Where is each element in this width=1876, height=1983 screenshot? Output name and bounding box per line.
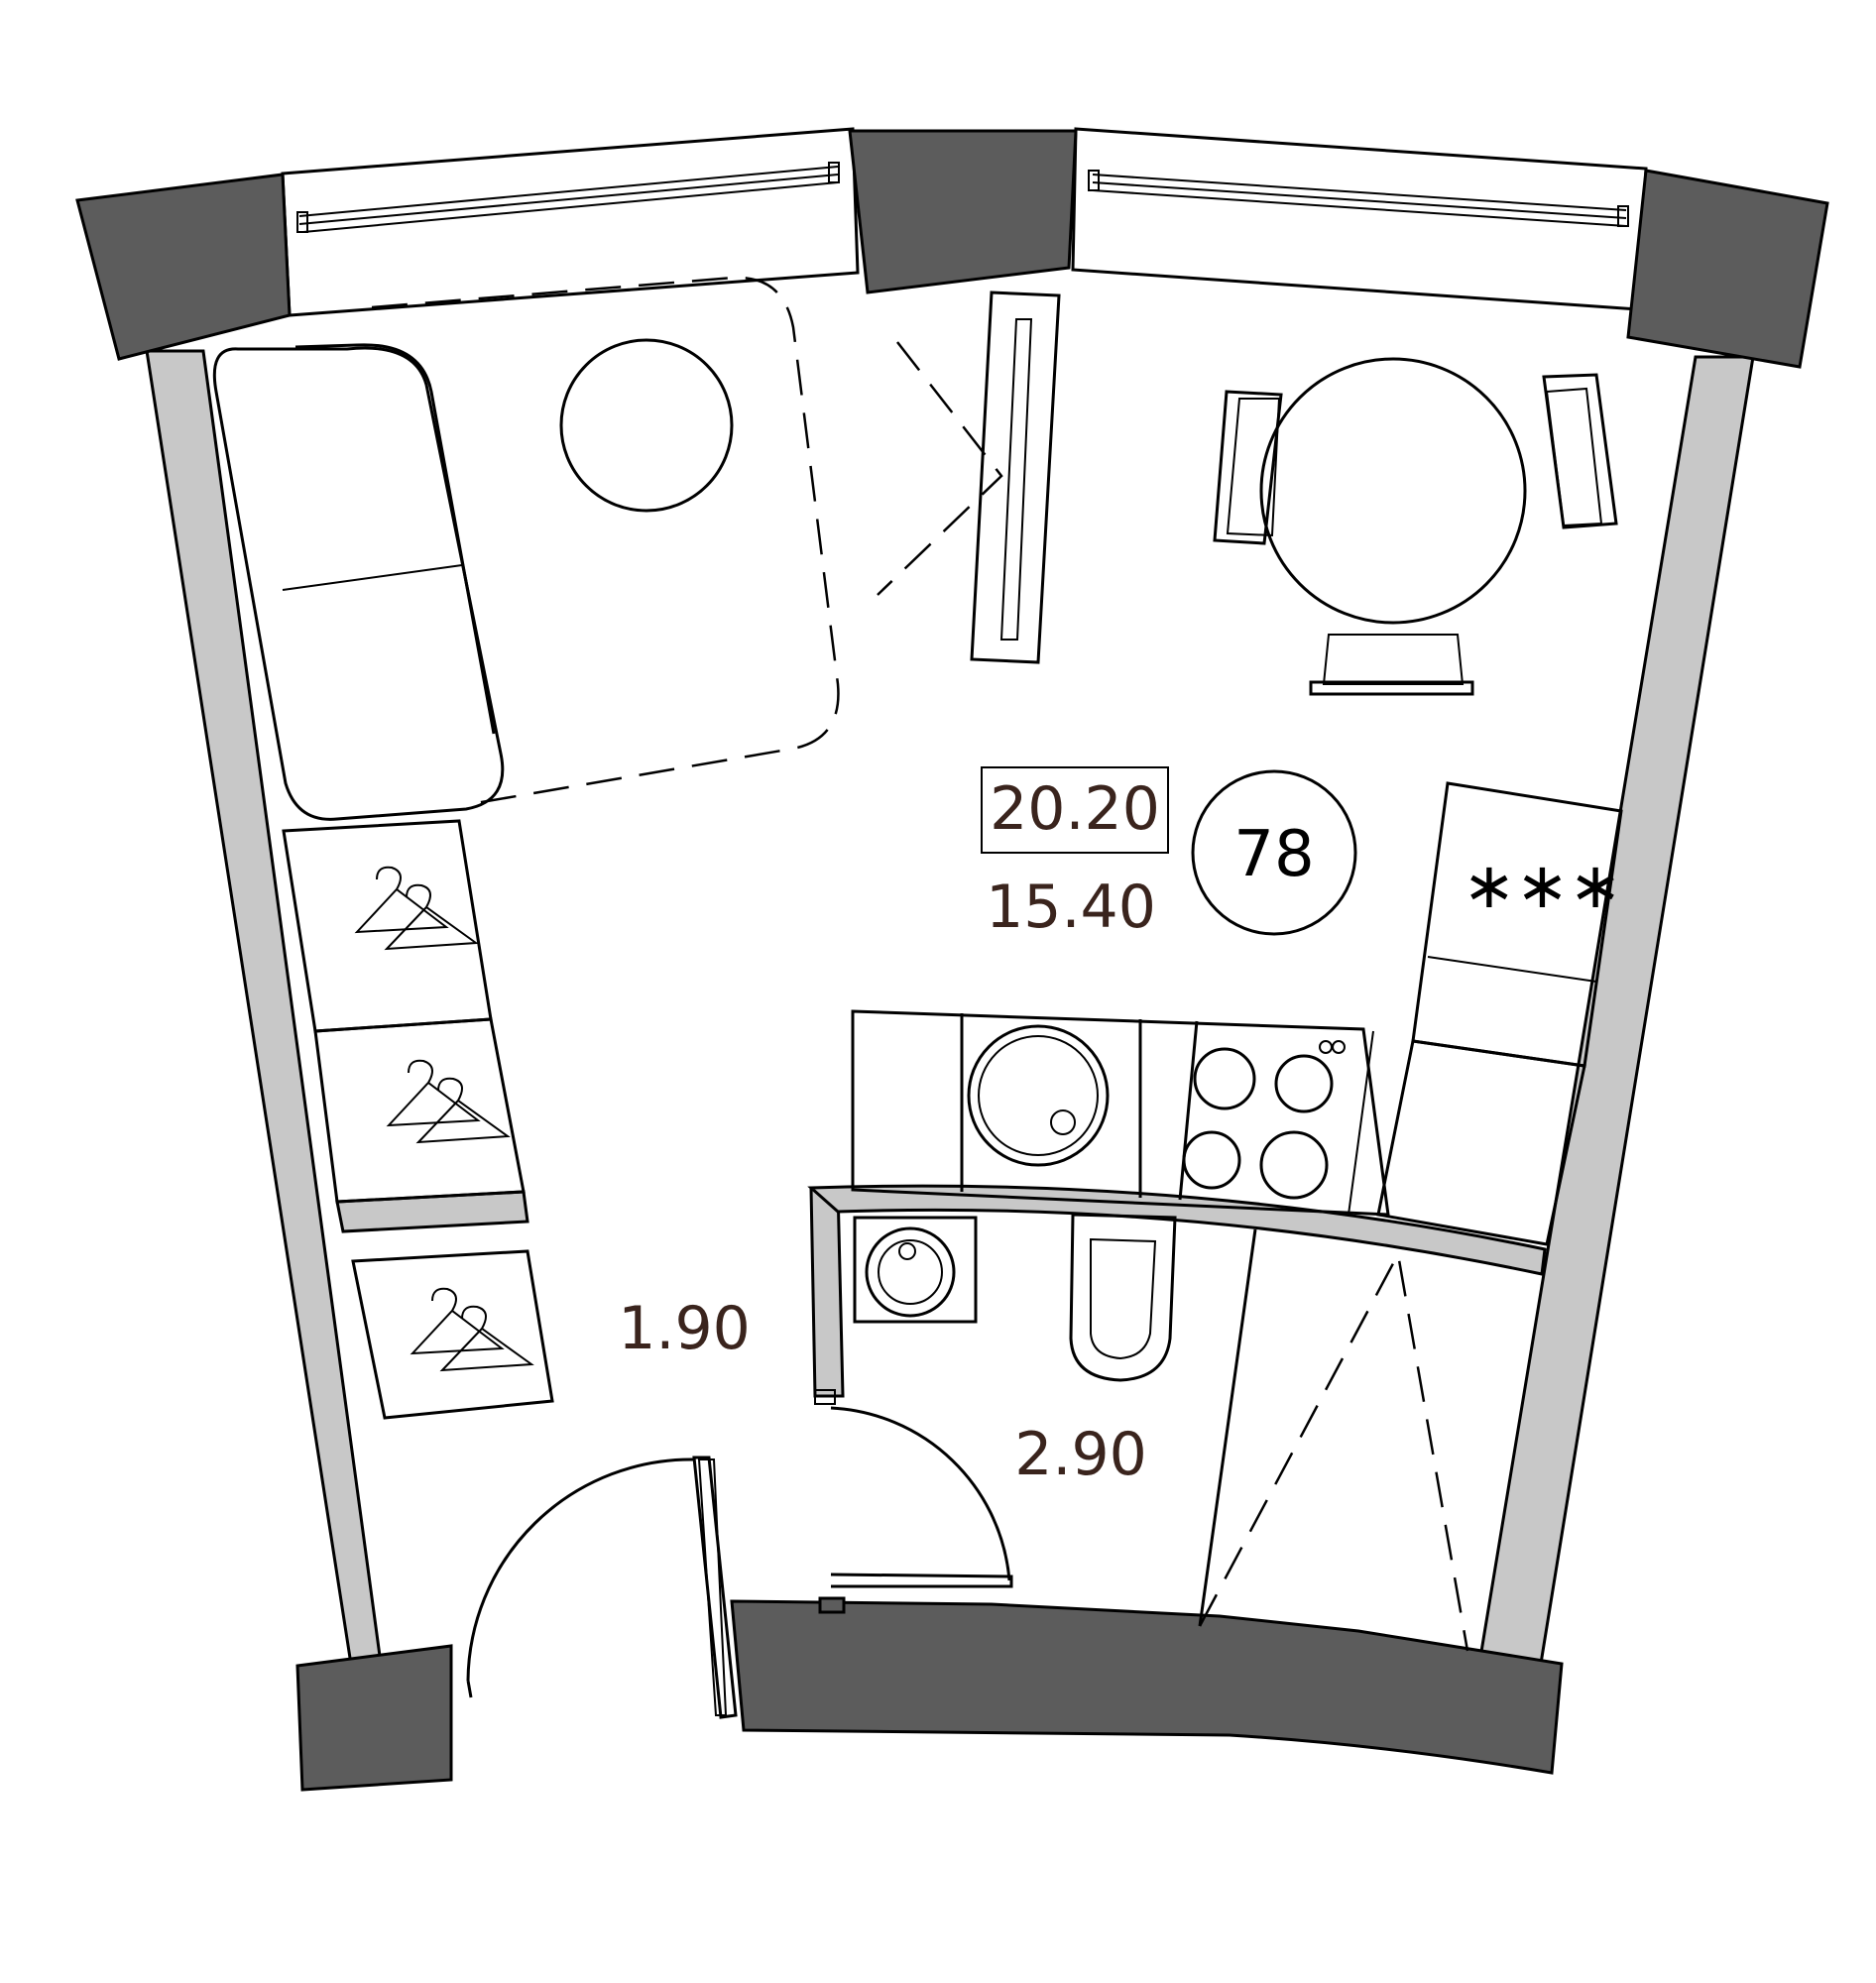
room-area-hall: 1.90 — [618, 1294, 751, 1363]
stove-symbol: ∗∗∗ — [1463, 850, 1622, 923]
apartment-number-badge: 78 — [1191, 769, 1357, 936]
kitchen-cabinet — [1376, 1039, 1586, 1246]
structural-columns — [75, 129, 1829, 1792]
wardrobe-upper — [282, 819, 526, 1204]
room-area-bathroom: 2.90 — [1014, 1420, 1147, 1489]
sink-icon — [967, 1024, 1110, 1167]
total-area-box: 20.20 — [981, 766, 1169, 854]
apartment-number: 78 — [1233, 818, 1314, 891]
cooktop-icon — [1182, 1040, 1346, 1200]
window-icon-right — [1071, 127, 1648, 311]
wardrobe-lower — [351, 1249, 554, 1420]
room-area-living: 15.40 — [986, 873, 1156, 942]
room-divider-icon — [877, 291, 1061, 664]
hanger-icon — [410, 1287, 534, 1372]
shower-icon — [1198, 1228, 1469, 1652]
door-icon-entrance — [466, 1456, 738, 1719]
dining-table-icon — [1213, 357, 1618, 696]
door-icon-bathroom — [814, 1389, 1013, 1614]
washing-machine-icon — [853, 1216, 978, 1324]
fridge-icon: ∗∗∗ — [1411, 781, 1623, 1068]
hanger-icon — [354, 866, 479, 951]
total-area-label: 20.20 — [990, 774, 1160, 844]
sofa-icon — [212, 276, 840, 821]
toilet-icon — [1069, 1213, 1177, 1382]
hanger-icon — [386, 1059, 511, 1144]
kitchen-counter — [851, 1009, 1390, 1217]
